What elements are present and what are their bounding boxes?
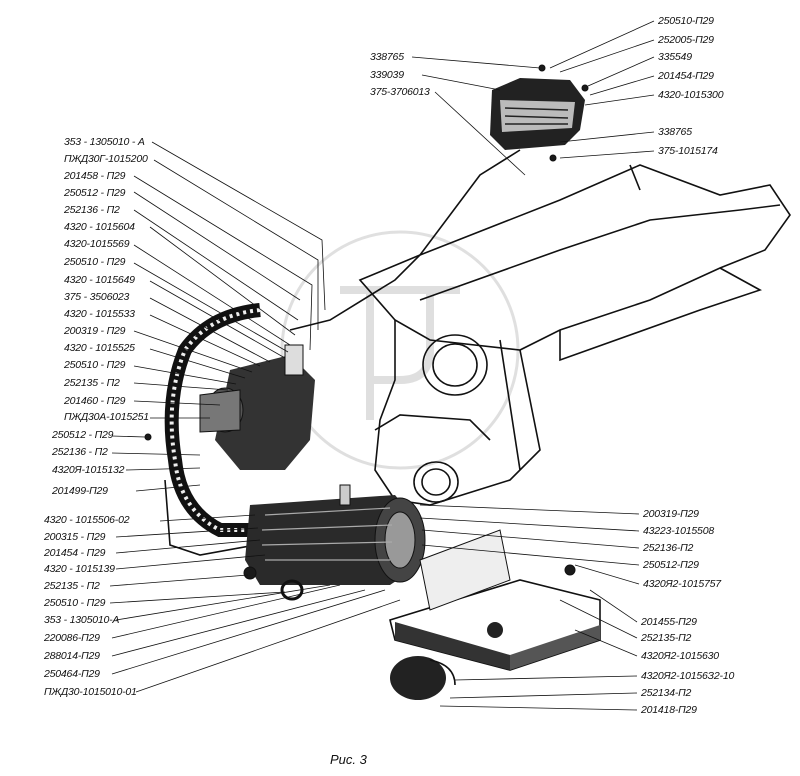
part-label: ПЖД30-1015010-01	[44, 686, 137, 698]
small-fasteners	[144, 64, 589, 601]
part-label: 201460 - П29	[64, 395, 126, 407]
part-label: 250510 - П29	[64, 359, 126, 371]
part-label: 200319 - П29	[64, 325, 126, 337]
part-label: 250510 - П29	[44, 597, 106, 609]
part-label: 250510-П29	[658, 15, 714, 27]
part-label: 4320 - 1015604	[64, 221, 135, 233]
vehicle-cabin	[358, 164, 791, 506]
part-label: 252136 - П2	[52, 446, 108, 458]
part-label: 4320 - 1015506-02	[44, 514, 130, 526]
part-label: 201418-П29	[641, 704, 697, 716]
part-label: 201454-П29	[658, 70, 714, 82]
part-label: 4320 - 1015649	[64, 274, 135, 286]
part-label: 375-1015174	[658, 145, 718, 157]
part-label: ПЖД30Г-1015200	[64, 153, 148, 165]
part-label: 252134-П2	[641, 687, 692, 699]
part-label: 4320-1015569	[64, 238, 130, 250]
part-label: 200315 - П29	[44, 531, 106, 543]
roof-unit	[289, 78, 585, 331]
part-label: 4320Я2-10156З2-10	[641, 670, 735, 682]
part-label: 288014-П29	[44, 650, 100, 662]
pump-assembly	[199, 344, 315, 470]
leader-lines-top	[411, 20, 655, 176]
part-label: 252005-П29	[658, 34, 714, 46]
part-label: 338765	[370, 51, 404, 63]
part-label: 335549	[658, 51, 692, 63]
part-label: 250510 - П29	[64, 256, 126, 268]
battery-box	[389, 529, 601, 671]
part-label: 201499-П29	[52, 485, 108, 497]
heater-hose-loop	[164, 303, 261, 556]
part-label: 252135 - П2	[64, 377, 120, 389]
part-label: 220086-П29	[44, 632, 100, 644]
part-label: 201454 - П29	[44, 547, 106, 559]
heater-cylinder	[245, 484, 426, 585]
part-label: 252136-П2	[643, 542, 694, 554]
part-label: 250512-П29	[643, 559, 699, 571]
part-label: 252135 - П2	[44, 580, 100, 592]
part-label: 200319-П29	[643, 508, 699, 520]
part-label: 252135-П2	[641, 632, 692, 644]
leader-lines-left	[109, 141, 401, 693]
filter-cartridge	[390, 656, 456, 700]
part-label: 4320 - 1015139	[44, 563, 115, 575]
part-label: 4320 - 1015525	[64, 342, 135, 354]
part-label: 250512 - П29	[64, 187, 126, 199]
part-label: 4320Я2-1015630	[641, 650, 719, 662]
part-label: 375-3706013	[370, 86, 430, 98]
part-label: 4320Я-1015132	[52, 464, 125, 476]
part-label: 201458 - П29	[64, 170, 126, 182]
part-label: 4320 - 1015533	[64, 308, 135, 320]
part-label: 250464-П29	[44, 668, 100, 680]
part-label: 339039	[370, 69, 404, 81]
part-label: 375 - 3506023	[64, 291, 130, 303]
figure-caption: Рис. 3	[330, 752, 367, 767]
part-label: 43223-1015508	[643, 525, 714, 537]
leader-lines-right	[419, 504, 640, 711]
part-label: 250512 - П29	[52, 429, 114, 441]
part-label: 353 - 1305010 - А	[64, 136, 145, 148]
part-label: 338765	[658, 126, 692, 138]
part-label: ПЖД30А-1015251	[64, 411, 149, 423]
part-label: 201455-П29	[641, 616, 697, 628]
part-label: 4320Я2-1015757	[643, 578, 721, 590]
part-label: 353 - 1305010-А	[44, 614, 120, 626]
part-label: 252136 - П2	[64, 204, 120, 216]
part-label: 4320-1015300	[658, 89, 724, 101]
